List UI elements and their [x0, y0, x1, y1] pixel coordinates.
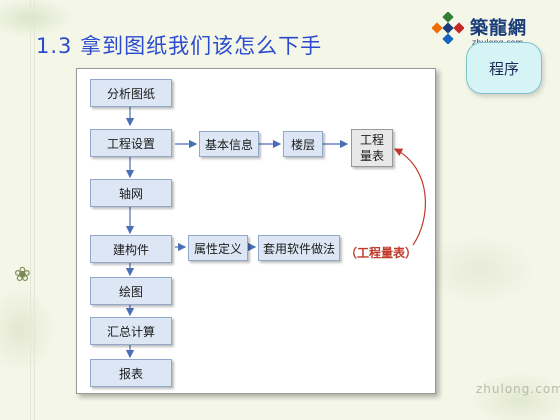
- flowchart: 分析图纸 工程设置 轴网 建构件 绘图 汇总计算 报表 基本信息 楼层 工程 量…: [76, 68, 436, 394]
- step-axis-grid: 轴网: [90, 179, 172, 207]
- quantity-table-box: 工程 量表: [351, 129, 393, 167]
- logo-name: 築龍網: [470, 18, 527, 39]
- arrow-note-to-table: [393, 148, 427, 246]
- quantity-table-line1: 工程: [359, 133, 384, 147]
- step-project-settings: 工程设置: [90, 129, 172, 157]
- diamond-flower-icon: [432, 12, 464, 44]
- apply-software-method-box: 套用软件做法: [258, 235, 340, 261]
- floors-box: 楼层: [283, 131, 323, 157]
- quantity-table-line2: 量表: [359, 149, 384, 163]
- page-rule: [30, 0, 31, 420]
- step-draw: 绘图: [90, 277, 172, 305]
- step-analyze-drawings: 分析图纸: [90, 79, 172, 107]
- property-definition-box: 属性定义: [188, 235, 248, 261]
- flow-arrows: [125, 107, 427, 359]
- step-report: 报表: [90, 359, 172, 387]
- page-rule: [34, 0, 35, 420]
- quantity-table-note: （工程量表）: [345, 246, 418, 260]
- slide-title: 1.3 拿到图纸我们该怎么下手: [36, 34, 323, 58]
- flower-ornament-icon: ❀: [14, 262, 31, 286]
- watermark: zhulong.com: [476, 382, 560, 396]
- step-build-components: 建构件: [90, 235, 172, 263]
- procedure-badge: 程序: [466, 42, 542, 94]
- basic-info-box: 基本信息: [199, 131, 259, 157]
- step-summary-calc: 汇总计算: [90, 317, 172, 345]
